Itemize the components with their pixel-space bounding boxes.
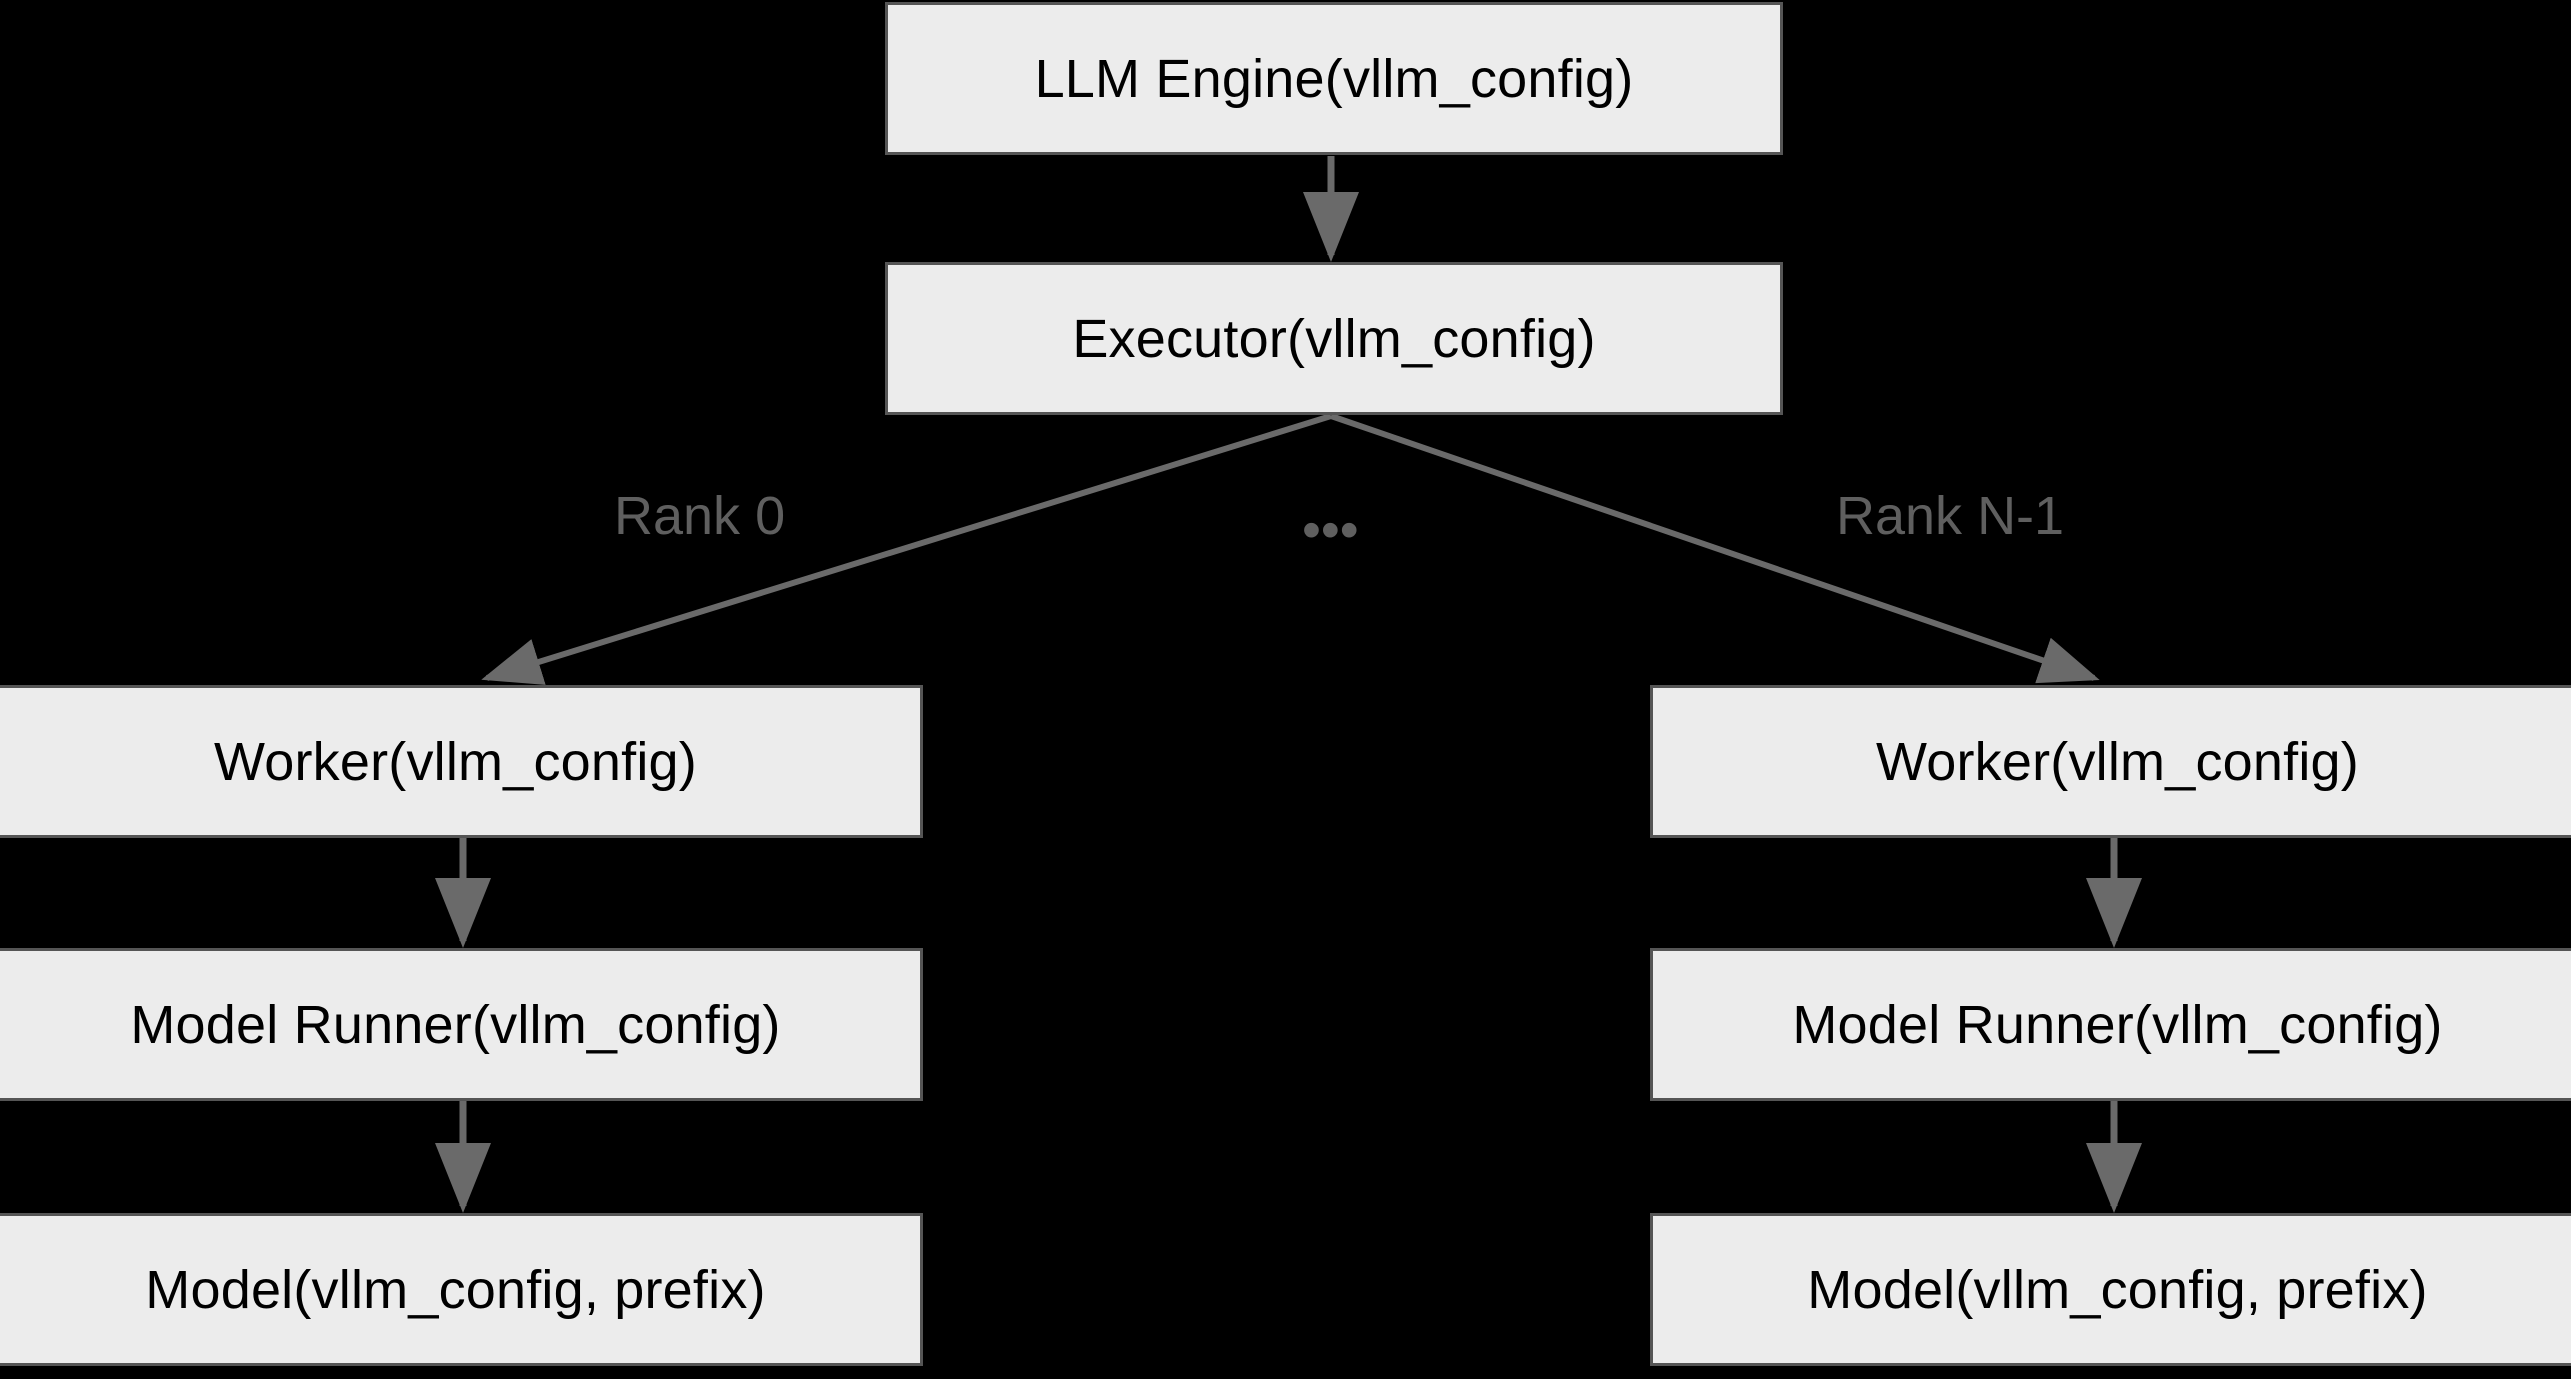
node-model-runner-rank0-label: Model Runner(vllm_config) <box>130 994 781 1055</box>
node-worker-rankn[interactable]: Worker(vllm_config) <box>1650 685 2571 838</box>
edge-label-rank-0: Rank 0 <box>614 486 786 546</box>
node-executor[interactable]: Executor(vllm_config) <box>885 262 1783 415</box>
node-llm-engine-label: LLM Engine(vllm_config) <box>1034 48 1634 109</box>
node-model-rank0-label: Model(vllm_config, prefix) <box>145 1259 766 1320</box>
node-worker-rank0-label: Worker(vllm_config) <box>214 731 697 792</box>
node-model-runner-rank0[interactable]: Model Runner(vllm_config) <box>0 948 923 1101</box>
edge-executor-to-worker-rank0 <box>481 413 1332 685</box>
node-model-rankn[interactable]: Model(vllm_config, prefix) <box>1650 1213 2571 1366</box>
node-model-rank0[interactable]: Model(vllm_config, prefix) <box>0 1213 923 1366</box>
node-worker-rank0[interactable]: Worker(vllm_config) <box>0 685 923 838</box>
node-llm-engine[interactable]: LLM Engine(vllm_config) <box>885 2 1783 155</box>
edge-label-rank-ellipsis: ••• <box>1302 500 1359 560</box>
node-model-runner-rankn[interactable]: Model Runner(vllm_config) <box>1650 948 2571 1101</box>
node-model-runner-rankn-label: Model Runner(vllm_config) <box>1792 994 2443 1055</box>
edge-executor-to-worker-rankn <box>1330 413 2100 684</box>
node-model-rankn-label: Model(vllm_config, prefix) <box>1807 1259 2428 1320</box>
node-worker-rankn-label: Worker(vllm_config) <box>1876 731 2359 792</box>
edge-label-rank-n-minus-1: Rank N-1 <box>1836 486 2065 546</box>
node-executor-label: Executor(vllm_config) <box>1072 308 1596 369</box>
